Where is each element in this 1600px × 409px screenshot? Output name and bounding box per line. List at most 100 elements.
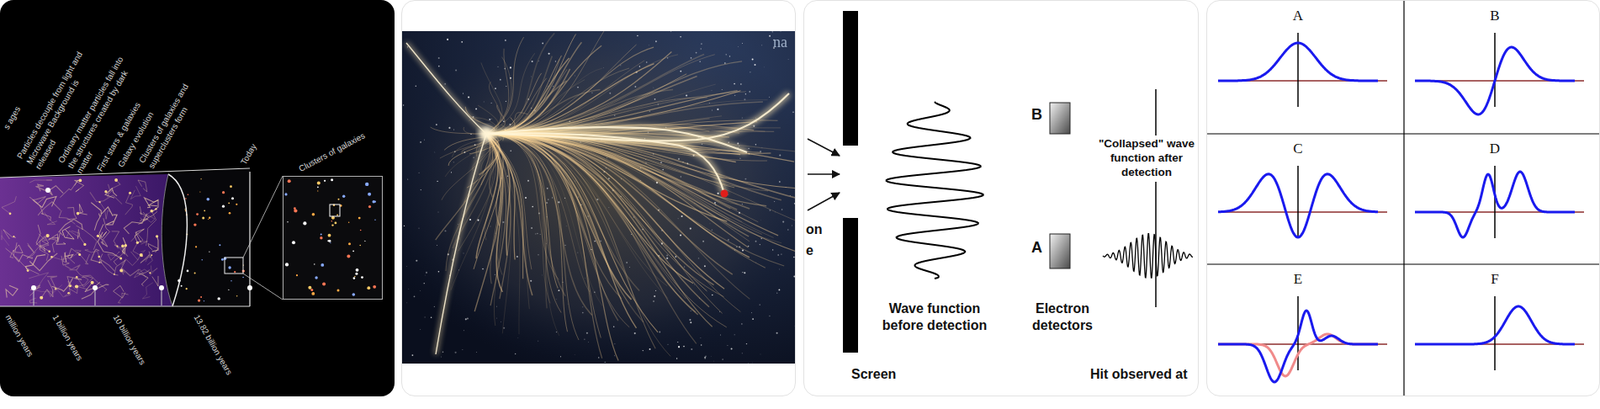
web-filament bbox=[36, 224, 46, 251]
convergence-glow bbox=[478, 126, 494, 142]
star-dot bbox=[497, 66, 499, 68]
galaxy-dot bbox=[338, 198, 340, 201]
web-knot bbox=[90, 280, 95, 285]
star-dot bbox=[423, 274, 426, 276]
inset-heading: Clusters of galaxies bbox=[296, 130, 367, 175]
flow-line bbox=[486, 133, 603, 359]
web-knot bbox=[150, 254, 153, 256]
web-filament bbox=[76, 225, 98, 250]
star-dot bbox=[747, 148, 749, 149]
web-knot bbox=[141, 254, 144, 257]
x-axis bbox=[1220, 211, 1388, 213]
star-dot bbox=[743, 271, 746, 274]
galaxy-dot bbox=[200, 296, 202, 298]
star-dot bbox=[462, 329, 465, 332]
detector-letter: B bbox=[1031, 105, 1043, 125]
star-dot bbox=[634, 85, 636, 88]
star-dot bbox=[726, 344, 728, 346]
star-dot bbox=[445, 229, 447, 232]
galaxy-dot bbox=[286, 221, 288, 223]
star-dot bbox=[535, 233, 536, 234]
galaxy-dots bbox=[284, 178, 377, 297]
zoom-line bbox=[243, 273, 283, 300]
wavefunction-curve bbox=[1218, 174, 1378, 238]
star-dot bbox=[495, 305, 498, 308]
star-dot bbox=[537, 339, 540, 342]
star-dot bbox=[551, 196, 553, 198]
star-dot bbox=[653, 295, 656, 297]
star-dot bbox=[709, 222, 711, 225]
star-dot bbox=[755, 240, 758, 243]
flow-line bbox=[459, 133, 493, 240]
web-filament bbox=[58, 219, 84, 234]
web-filament bbox=[111, 231, 120, 249]
flow-line bbox=[486, 34, 577, 135]
flow-line bbox=[473, 133, 501, 270]
star-dot bbox=[473, 157, 475, 159]
star-dot bbox=[491, 117, 493, 120]
star-dot bbox=[546, 187, 549, 190]
star-dot bbox=[482, 100, 485, 103]
star-dot bbox=[582, 312, 584, 314]
star-dot bbox=[734, 333, 736, 335]
galaxy-dot bbox=[231, 196, 234, 200]
star-dot bbox=[773, 201, 775, 202]
web-filament bbox=[67, 248, 80, 264]
galaxy-dot bbox=[236, 295, 238, 297]
star-dot bbox=[573, 74, 576, 77]
web-filament bbox=[27, 244, 41, 253]
cosmic-web bbox=[1, 178, 245, 303]
star-dot bbox=[678, 158, 680, 160]
galaxy-dot bbox=[195, 245, 197, 248]
flow-trunk bbox=[486, 93, 790, 141]
star-dot bbox=[588, 341, 590, 344]
star-dot bbox=[654, 98, 657, 101]
galaxy-dot bbox=[284, 192, 287, 196]
star-dot bbox=[494, 274, 496, 276]
plot-cell: E bbox=[1207, 264, 1404, 397]
flow-trunk bbox=[406, 42, 487, 134]
star-dot bbox=[768, 35, 771, 38]
star-dot bbox=[529, 75, 532, 78]
star-dot bbox=[700, 344, 702, 345]
star-dot bbox=[446, 38, 449, 41]
wavefunction-curves bbox=[1218, 32, 1585, 382]
web-knot bbox=[155, 234, 159, 238]
web-filament bbox=[108, 180, 121, 191]
web-filament bbox=[13, 242, 23, 253]
star-dot bbox=[436, 180, 438, 182]
star-dot bbox=[540, 274, 543, 276]
star-dot bbox=[613, 354, 615, 357]
galaxy-dot bbox=[320, 233, 323, 235]
star-dot bbox=[604, 361, 606, 363]
flow-line bbox=[486, 133, 603, 306]
web-filament bbox=[66, 230, 80, 238]
star-dot bbox=[747, 362, 749, 364]
star-dot bbox=[505, 100, 507, 102]
inset-box: Clusters of galaxies bbox=[282, 175, 383, 300]
wavefunction-curve bbox=[1218, 310, 1378, 382]
star-dot bbox=[547, 198, 549, 200]
flow-line bbox=[486, 133, 749, 237]
flow-glow bbox=[406, 42, 790, 355]
web-filament bbox=[5, 248, 15, 258]
web-filament bbox=[138, 274, 149, 287]
star-dot bbox=[439, 355, 442, 358]
web-filament bbox=[64, 264, 80, 271]
star-dot bbox=[438, 65, 440, 68]
star-dot bbox=[608, 206, 610, 208]
star-dot bbox=[689, 321, 692, 324]
web-filament bbox=[64, 280, 76, 297]
star-dot bbox=[466, 317, 469, 319]
galaxy-dot bbox=[285, 262, 289, 266]
star-dot bbox=[613, 326, 615, 328]
web-filament bbox=[99, 254, 118, 276]
galaxy-dot bbox=[354, 272, 358, 276]
star-dot bbox=[556, 298, 558, 301]
flow-line bbox=[486, 133, 796, 223]
time-label: 13.82 billion years bbox=[190, 312, 234, 377]
galaxy-dot bbox=[352, 292, 356, 297]
web-knot bbox=[98, 255, 101, 259]
star-dot bbox=[577, 86, 579, 89]
galaxy-dot bbox=[222, 205, 225, 208]
